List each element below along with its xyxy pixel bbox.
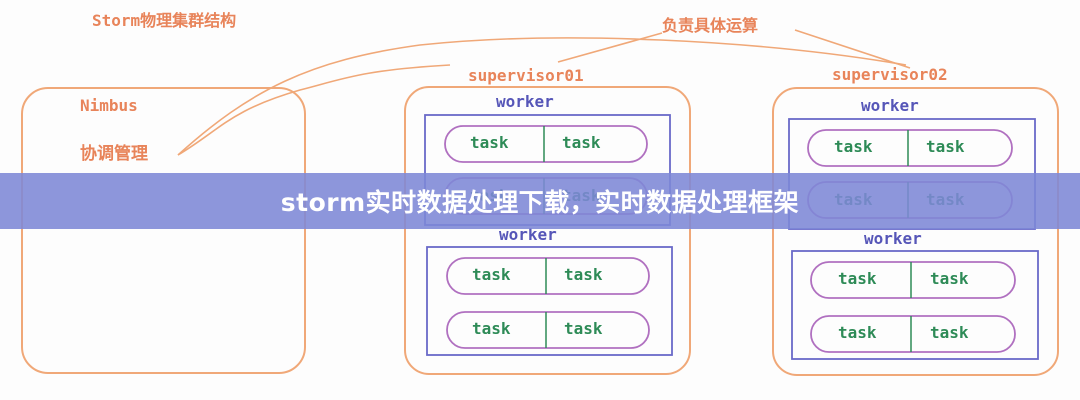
connector-line [557, 32, 663, 63]
task-pill [446, 311, 650, 349]
task-label: task [926, 137, 965, 156]
task-label: task [472, 319, 511, 338]
connector-line [794, 29, 911, 69]
supervisor-box [772, 87, 1059, 376]
supervisor-label: supervisor02 [832, 65, 948, 84]
responsibility-label: 负责具体运算 [662, 16, 758, 35]
worker-box [791, 250, 1039, 360]
banner-title: storm实时数据处理下载，实时数据处理框架 [280, 188, 800, 217]
worker-label: worker [499, 225, 557, 244]
task-label: task [472, 265, 511, 284]
task-label: task [470, 133, 509, 152]
task-label: task [834, 137, 873, 156]
task-pill [810, 261, 1016, 299]
diagram-title: Storm物理集群结构 [92, 11, 236, 30]
connector-curve [177, 37, 907, 156]
task-label: task [564, 265, 603, 284]
nimbus-role-label: 协调管理 [80, 143, 148, 164]
nimbus-label: Nimbus [80, 96, 138, 115]
supervisor-label: supervisor01 [468, 66, 584, 85]
nimbus-box [21, 87, 306, 374]
task-label: task [930, 323, 969, 342]
task-pill [810, 315, 1016, 353]
task-label: task [838, 269, 877, 288]
task-label: task [564, 319, 603, 338]
task-pill [807, 129, 1013, 167]
worker-label: worker [496, 92, 554, 111]
task-pill [444, 125, 648, 163]
supervisor-box [404, 86, 691, 375]
connector-curve [177, 64, 451, 156]
worker-box [426, 246, 673, 356]
worker-label: worker [864, 229, 922, 248]
task-pill [446, 257, 650, 295]
task-label: task [930, 269, 969, 288]
title-banner: storm实时数据处理下载，实时数据处理框架 [0, 173, 1080, 229]
task-label: task [562, 133, 601, 152]
worker-label: worker [861, 96, 919, 115]
task-label: task [838, 323, 877, 342]
